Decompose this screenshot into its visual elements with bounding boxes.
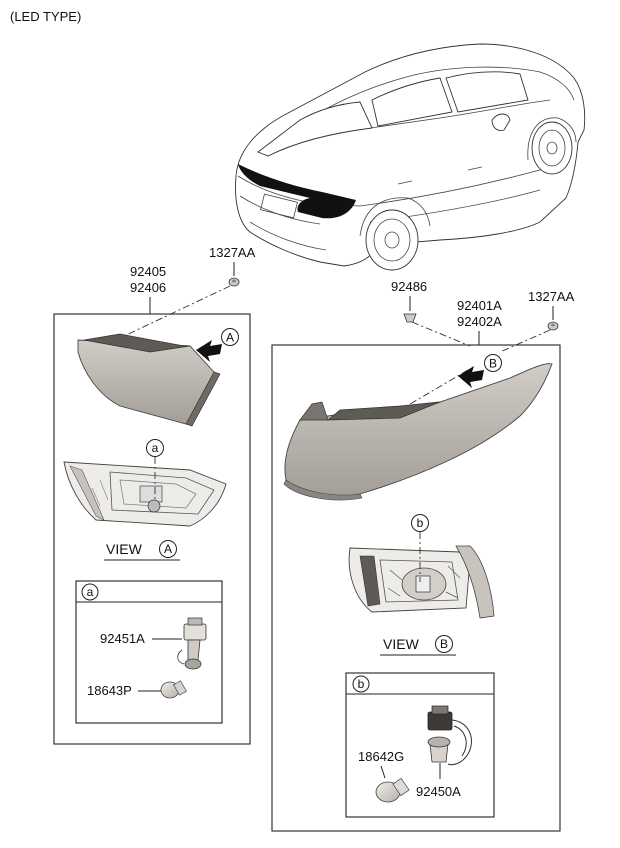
outer-lamp-label-2: 92402A	[457, 314, 502, 329]
bulb-b-leader	[380, 765, 386, 779]
outer-lamp-assembly-line	[399, 369, 469, 411]
marker-b-circle	[484, 354, 502, 372]
socket-b-icon	[427, 705, 472, 766]
clip-label: 92486	[391, 279, 427, 294]
marker-b-letter: B	[489, 357, 497, 371]
marker-a-small-letter: a	[152, 441, 159, 455]
outer-lamp-illustration	[283, 363, 553, 501]
bolt-left-nut-icon	[228, 277, 240, 287]
inner-lamp-panel	[53, 313, 251, 745]
car-illustration	[235, 43, 586, 271]
page-title: (LED TYPE)	[10, 9, 81, 24]
marker-a-letter: A	[226, 331, 234, 345]
detail-a-box	[75, 580, 223, 724]
marker-a-circle	[221, 328, 239, 346]
inner-lamp-illustration	[77, 333, 221, 427]
view-a-circle	[159, 540, 177, 558]
bolt-right-assembly-line	[499, 329, 551, 353]
bulb-a-label: 18643P	[87, 683, 132, 698]
bolt-right-nut-icon	[547, 321, 559, 331]
view-b-letter: B	[440, 637, 448, 651]
socket-a-icon	[177, 617, 207, 670]
bolt-left-label: 1327AA	[209, 245, 256, 260]
detail-a-letter: a	[87, 585, 94, 599]
inner-lamp-label-2: 92406	[130, 280, 166, 295]
outer-lamp-back-illustration	[348, 545, 495, 619]
view-a-letter: A	[164, 542, 172, 556]
outer-lamp-label-1: 92401A	[457, 298, 502, 313]
inner-lamp-back-illustration	[63, 461, 227, 527]
detail-a-circle	[81, 583, 99, 601]
detail-b-circle	[352, 675, 370, 693]
detail-b-box	[345, 672, 495, 818]
bulb-a-icon	[160, 680, 187, 699]
view-b-arrow-icon	[458, 366, 484, 388]
bulb-b-label: 18642G	[358, 749, 404, 764]
socket-b-label: 92450A	[416, 784, 461, 799]
marker-a-small-circle	[146, 439, 164, 457]
marker-b-small-circle	[411, 514, 429, 532]
bulb-b-icon	[375, 777, 410, 803]
inner-lamp-label-1: 92405	[130, 264, 166, 279]
marker-b-small-letter: b	[417, 516, 424, 530]
inner-lamp-assembly-line	[119, 285, 231, 339]
bolt-right-label: 1327AA	[528, 289, 575, 304]
detail-b-letter: b	[358, 677, 365, 691]
view-b-word: VIEW	[383, 636, 420, 652]
view-a-arrow-icon	[196, 340, 222, 362]
view-a-word: VIEW	[106, 541, 143, 557]
clip-icon	[403, 313, 417, 323]
socket-a-label: 92451A	[100, 631, 145, 646]
outer-lamp-panel	[271, 344, 561, 832]
view-b-circle	[435, 635, 453, 653]
clip-assembly-line	[411, 321, 471, 347]
